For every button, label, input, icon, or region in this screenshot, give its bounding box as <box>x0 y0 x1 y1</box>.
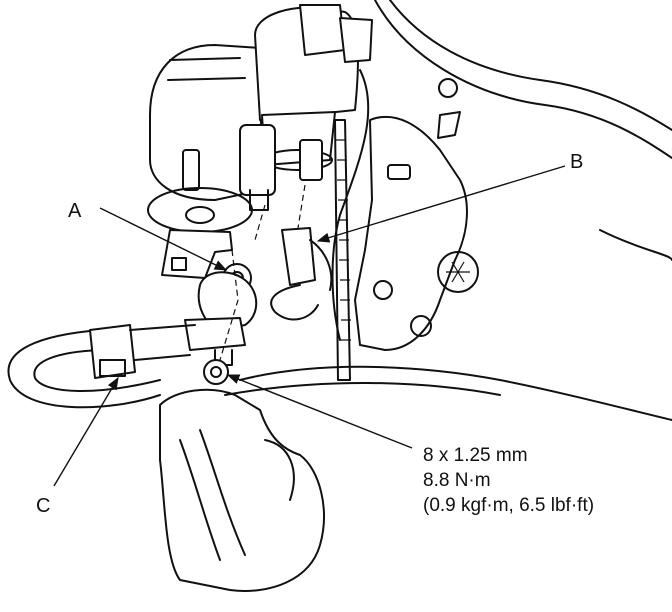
bolt-size-text: 8 x 1.25 mm <box>423 445 528 466</box>
leader-a <box>99 207 228 271</box>
leader-lines <box>53 165 566 487</box>
torque-alt-text: (0.9 kgf·m, 6.5 lbf·ft) <box>423 495 594 516</box>
torque-nm-text: 8.8 N·m <box>423 470 491 491</box>
leader-spec <box>226 374 413 449</box>
leader-b <box>316 165 566 243</box>
callout-a: A <box>68 200 82 222</box>
leader-c <box>53 376 119 487</box>
engine-illustration <box>7 0 672 592</box>
callout-b: B <box>570 151 583 173</box>
callout-c: C <box>36 495 50 517</box>
torque-spec: 8 x 1.25 mm 8.8 N·m (0.9 kgf·m, 6.5 lbf·… <box>423 445 594 516</box>
